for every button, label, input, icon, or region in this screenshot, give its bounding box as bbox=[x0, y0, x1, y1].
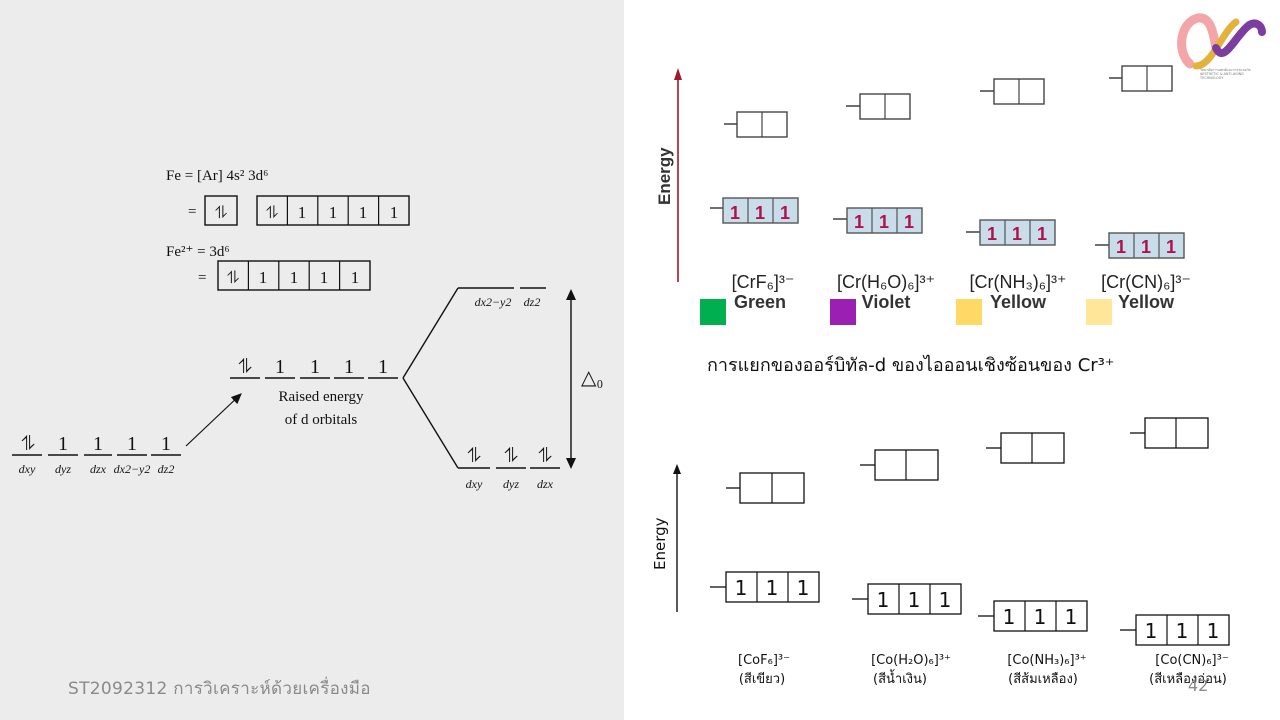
slide-footer: ST2092312 การวิเคราะห์ด้วยเครื่องมือ bbox=[68, 679, 371, 699]
fe-3d-e5: 1 bbox=[390, 203, 399, 222]
raised-e2: 1 bbox=[275, 356, 285, 378]
fe-config-label: Fe = [Ar] 4s² 3d⁶ bbox=[166, 168, 268, 184]
initial-e2: 1 bbox=[58, 433, 68, 455]
raised-e3: 1 bbox=[310, 356, 320, 378]
fe-eq: = bbox=[188, 204, 196, 220]
fe-3d-boxes bbox=[256, 195, 410, 226]
swatch-light-yellow bbox=[1086, 299, 1112, 325]
fe2-eq: = bbox=[198, 270, 206, 286]
splitting-lines bbox=[402, 287, 459, 469]
orbital-label-dzx: dzx bbox=[90, 462, 107, 476]
initial-e3: 1 bbox=[93, 433, 103, 455]
raised-e4: 1 bbox=[344, 356, 354, 378]
orbital-label-dz2: dz2 bbox=[158, 462, 175, 476]
t2g-label-dxy: dxy bbox=[466, 477, 483, 491]
logo-text-line1: วิทยาลัยการแพทย์และการชะลอวัย bbox=[1200, 68, 1251, 72]
delta-arrow-bottom bbox=[566, 458, 576, 469]
fe2-e3: 1 bbox=[290, 268, 299, 287]
fe-3d-e4: 1 bbox=[359, 203, 368, 222]
raised-e1: ⥮ bbox=[238, 356, 253, 378]
orbital-label-dx2y2: dx2−y2 bbox=[114, 462, 151, 476]
swatch-yellow bbox=[956, 299, 982, 325]
fe2-e1: ⥮ bbox=[227, 268, 239, 287]
fe-3d-e2: 1 bbox=[298, 203, 307, 222]
cr-splitting-caption: การแยกของออร์บิทัล-d ของไอออนเชิงซ้อนของ… bbox=[707, 355, 1115, 376]
delta-label: △₀ bbox=[581, 367, 603, 389]
t2g-label-dzx: dzx bbox=[537, 477, 554, 491]
swatch-violet bbox=[830, 299, 856, 325]
fe2-3d-boxes bbox=[217, 260, 371, 291]
fe-3d-e3: 1 bbox=[329, 203, 338, 222]
iron-d-orbital-diagram: Fe = [Ar] 4s² 3d⁶ = ⥮ ⥮ 1 1 1 1 Fe²⁺ = 3… bbox=[12, 168, 603, 491]
raised-label-1: Raised energy bbox=[278, 389, 364, 405]
t2g-label-dyz: dyz bbox=[503, 477, 519, 491]
eg-label-dx2y2: dx2−y2 bbox=[475, 295, 512, 309]
t2g-e1: ⥮ bbox=[467, 445, 482, 467]
raised-label-2: of d orbitals bbox=[285, 412, 358, 428]
fe-4s-box bbox=[204, 195, 238, 226]
left-panel bbox=[0, 0, 624, 720]
orbital-label-dyz: dyz bbox=[55, 462, 71, 476]
logo-text-line2: AESTHETIC & ANTI-AGING TECHNOLOGY bbox=[1200, 72, 1244, 80]
logo-text: วิทยาลัยการแพทย์และการชะลอวัย AESTHETIC … bbox=[1200, 68, 1264, 80]
fe2-config-label: Fe²⁺ = 3d⁶ bbox=[166, 244, 230, 260]
raised-e5: 1 bbox=[378, 356, 388, 378]
initial-e1: ⥮ bbox=[21, 433, 36, 455]
alpha-logo-icon bbox=[1177, 13, 1266, 70]
fe-4s-electrons: ⥮ bbox=[215, 203, 227, 222]
initial-e5: 1 bbox=[161, 433, 171, 455]
fe2-e5: 1 bbox=[351, 268, 360, 287]
t2g-e3: ⥮ bbox=[538, 445, 553, 467]
orbital-label-dxy: dxy bbox=[19, 462, 36, 476]
page-number: 42 bbox=[1188, 676, 1209, 695]
initial-e4: 1 bbox=[127, 433, 137, 455]
delta-arrow-top bbox=[566, 289, 576, 300]
fe2-e2: 1 bbox=[259, 268, 268, 287]
raise-arrow bbox=[185, 393, 242, 447]
eg-label-dz2: dz2 bbox=[524, 295, 541, 309]
swatch-green bbox=[700, 299, 726, 325]
fe2-e4: 1 bbox=[320, 268, 329, 287]
fe-3d-e1: ⥮ bbox=[266, 203, 278, 222]
t2g-e2: ⥮ bbox=[504, 445, 519, 467]
